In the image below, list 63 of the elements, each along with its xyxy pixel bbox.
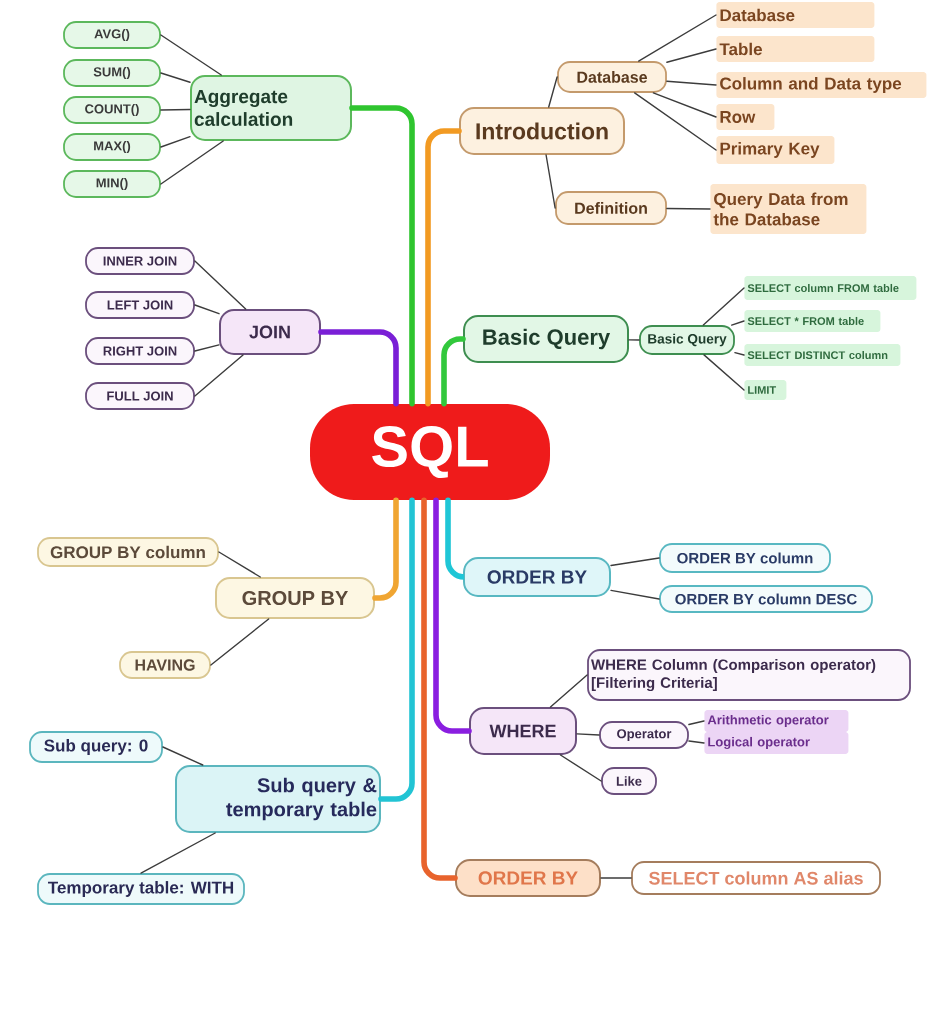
topic-box: Basic Query [463,315,629,363]
topic-box: Introduction [459,107,625,155]
subtopic-box: Definition [555,191,667,225]
leaf-pill: Temporary table: WITH [37,873,245,905]
connector-line [576,733,600,736]
connector-line [652,92,717,118]
connector-line [703,354,745,391]
highlighted-item: Column and Data type [716,72,927,98]
connector-line [610,589,660,600]
connector-line [162,746,204,766]
connector-line [210,618,270,666]
connector-line [549,674,588,708]
connector-line [194,344,220,352]
subtopic-box: Database [557,61,667,93]
topic-box: ORDER BY [463,557,611,597]
topic-box: Sub query & temporary table [175,765,381,833]
leaf-pill: HAVING [119,651,211,679]
highlighted-item: Row [716,104,775,130]
connector-line [545,154,556,209]
topic-box: JOIN [219,309,321,355]
branch-line [318,329,399,407]
highlighted-item: Query Data from the Database [710,184,867,234]
branch-line [349,105,415,407]
connector-line [702,287,745,326]
topic-box: ORDER BY [455,859,601,897]
connector-line [666,48,717,63]
branch-line [441,336,466,407]
connector-line [194,260,247,310]
highlighted-item: Primary Key [716,136,835,164]
connector-line [666,80,717,86]
connector-line [600,877,632,879]
connector-line [688,740,705,744]
connector-line [731,320,745,326]
connector-line [688,720,705,726]
topic-box: WHERE [469,707,577,755]
leaf-pill: SELECT column AS alias [631,861,881,895]
branch-line [378,497,415,802]
highlighted-item: Table [716,36,875,62]
connector-line [160,108,191,111]
connector-line [633,92,717,151]
connector-line [666,207,711,210]
topic-box: Aggregate calculation [190,75,352,141]
connector-line [734,351,745,356]
connector-line [218,551,261,578]
connector-line [160,72,191,83]
central-topic-box: SQL [310,404,550,500]
connector-line [637,14,717,62]
branch-line [445,497,467,580]
connector-line [610,557,660,567]
topic-box: GROUP BY [215,577,375,619]
connector-line [548,76,558,108]
leaf-pill: GROUP BY column [37,537,219,567]
connector-line [160,34,222,76]
connector-line [160,136,191,148]
highlighted-item: Database [716,2,875,28]
connector-line [628,339,640,341]
branch-line [372,497,399,601]
connector-line [140,832,216,874]
connector-line [160,140,224,185]
connector-line [194,304,220,315]
leaf-pill: Sub query: 0 [29,731,163,763]
connector-line [559,754,602,782]
connector-line [194,354,244,397]
